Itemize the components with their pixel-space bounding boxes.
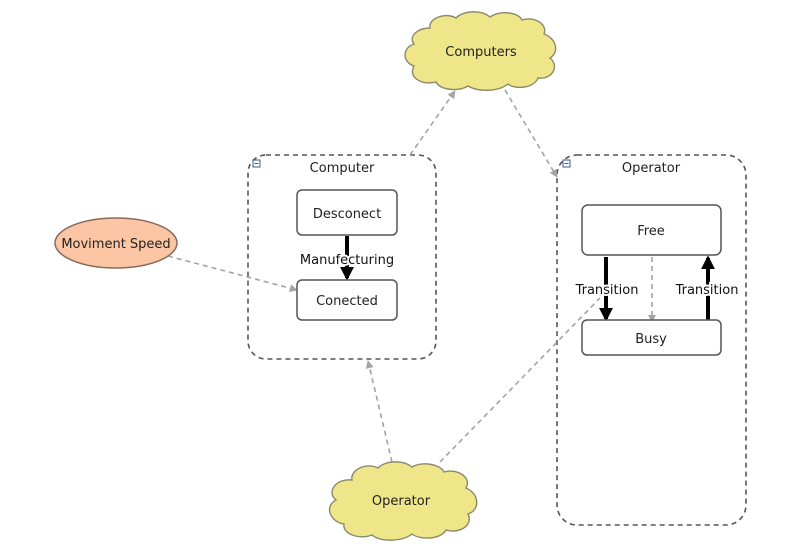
state-busy-label: Busy (635, 332, 667, 347)
link-operator-to-computer-group (365, 360, 393, 463)
state-free[interactable]: Free (581, 204, 722, 256)
computer-group[interactable]: Computer (247, 154, 437, 360)
moviment-speed-label: Moviment Speed (61, 237, 170, 252)
link-group-to-computers (409, 90, 456, 156)
operator-cloud-node[interactable]: Operator (328, 461, 478, 541)
computer-group-title: Computer (310, 161, 375, 176)
manufecturing-label: Manufecturing (300, 253, 394, 268)
state-desconect-label: Desconect (313, 207, 381, 222)
operator-group[interactable]: Operator (556, 154, 747, 526)
link-speed-to-conected (167, 255, 298, 293)
link-operator-to-transition (439, 297, 601, 463)
state-desconect[interactable]: Desconect (296, 189, 398, 236)
moviment-speed-node[interactable]: Moviment Speed (54, 217, 178, 269)
dashed-links (167, 89, 656, 463)
collapse-icon[interactable] (562, 159, 571, 168)
state-conected-label: Conected (316, 294, 378, 309)
operator-group-title: Operator (622, 161, 681, 176)
computers-cloud-node[interactable]: Computers (404, 11, 557, 91)
transition-down-label: Transition (575, 283, 639, 298)
state-busy[interactable]: Busy (581, 319, 722, 356)
operator-cloud-label: Operator (372, 494, 431, 509)
state-free-label: Free (637, 224, 665, 239)
link-computers-to-operator-group (504, 89, 558, 178)
transition-up-label: Transition (675, 283, 739, 298)
state-conected[interactable]: Conected (296, 279, 398, 321)
collapse-icon[interactable] (252, 159, 261, 168)
solid-transitions (340, 236, 715, 322)
computers-cloud-label: Computers (445, 45, 517, 60)
